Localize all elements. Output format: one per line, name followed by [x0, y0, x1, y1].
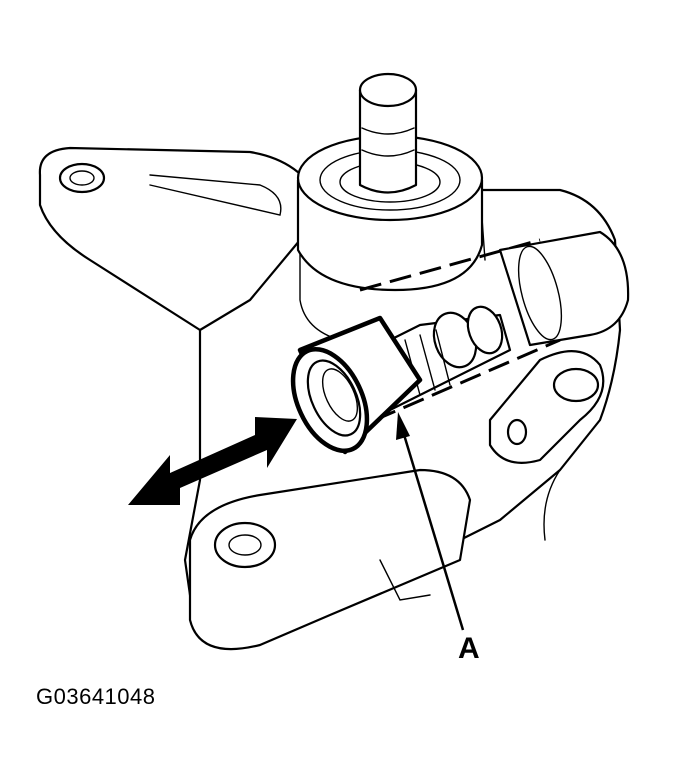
- callout-label-a: A: [458, 632, 480, 665]
- movement-double-arrow-icon: [128, 417, 297, 505]
- flow-control-valve: [358, 305, 512, 412]
- lower-mounting-foot: [188, 468, 472, 651]
- leader-arrow-icon: [396, 412, 465, 631]
- valve-bore-outline: [359, 230, 630, 422]
- pulley-hub: [296, 72, 484, 292]
- outlet-port-flange: [488, 350, 605, 464]
- figure-code: G03641048: [36, 684, 156, 709]
- valve-cap: [290, 315, 423, 455]
